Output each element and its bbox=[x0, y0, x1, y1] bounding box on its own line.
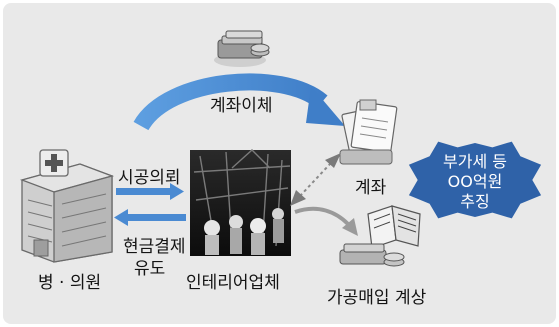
tax-penalty-burst bbox=[408, 141, 542, 219]
processing-label: 가공매입 계상 bbox=[327, 288, 427, 308]
processing-arrow bbox=[294, 206, 358, 236]
transfer-arrow bbox=[133, 73, 345, 131]
burst-text: 부가세 등 OO억원 추징 bbox=[418, 152, 532, 212]
account-documents-icon bbox=[339, 99, 398, 165]
hospital-label: 병 · 의원 bbox=[38, 273, 102, 293]
burst-line-1: 부가세 등 bbox=[443, 152, 507, 171]
processing-cash-icon bbox=[339, 205, 421, 267]
construction-request-label: 시공의뢰 bbox=[118, 168, 181, 188]
construction-request-arrow bbox=[116, 183, 184, 200]
burst-line-2: OO억원 bbox=[447, 172, 503, 191]
account-label: 계좌 bbox=[355, 178, 387, 198]
cash-payment-arrow bbox=[114, 209, 186, 226]
cash-payment-label-line1: 현금결제 bbox=[123, 237, 186, 257]
interior-company-photo bbox=[190, 149, 291, 256]
dashed-link-arrow bbox=[290, 153, 341, 206]
hospital-icon bbox=[19, 149, 115, 263]
cash-payment-label-line2: 유도 bbox=[134, 259, 166, 279]
money-stack-icon bbox=[214, 30, 270, 67]
burst-line-3: 추징 bbox=[460, 192, 490, 211]
interior-company-label: 인테리어업체 bbox=[186, 273, 280, 293]
transfer-label: 계좌이체 bbox=[210, 96, 273, 116]
